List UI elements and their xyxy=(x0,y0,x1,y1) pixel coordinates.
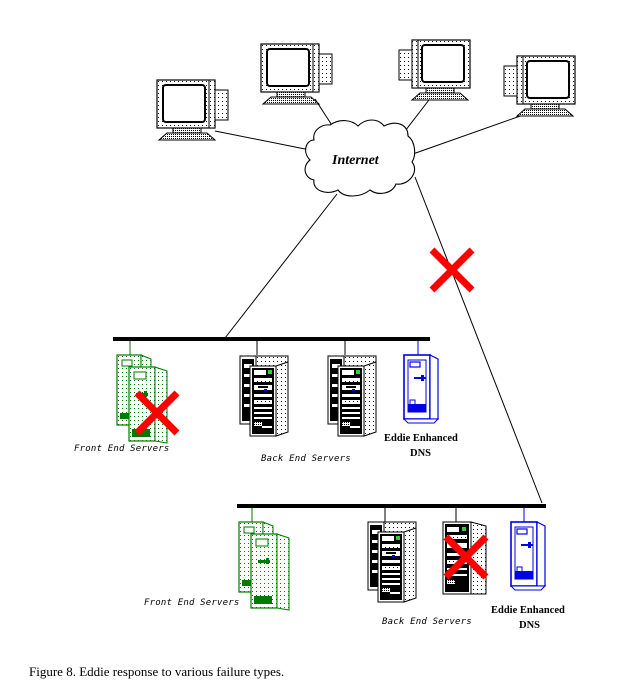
link-client-4 xyxy=(409,113,527,156)
dns-label-line2: DNS xyxy=(519,620,540,631)
back-end-label: Back End Servers xyxy=(382,617,472,627)
link-internet-site-2 xyxy=(414,176,543,504)
dns-label-line2: DNS xyxy=(410,448,431,459)
front-end-label: Front End Servers xyxy=(144,598,240,608)
site-1: Front End Servers Back End Servers Eddie… xyxy=(74,337,458,464)
failure-x-icon xyxy=(432,250,472,290)
network-links xyxy=(214,95,543,504)
lan-bus xyxy=(113,337,430,341)
link-internet-site-1 xyxy=(224,193,338,339)
back-end-server-icon xyxy=(239,355,289,437)
dns-label: Eddie Enhanced xyxy=(384,433,458,444)
site-2: Front End Servers Back End Servers Eddie… xyxy=(144,504,565,631)
monitor-icon xyxy=(260,43,333,105)
dns-server-icon xyxy=(403,354,439,424)
link-client-1 xyxy=(214,130,311,151)
monitor-icon xyxy=(503,55,576,117)
figure-caption: Figure 8. Eddie response to various fail… xyxy=(29,664,285,679)
internet-label: Internet xyxy=(331,153,380,168)
back-end-server-icon xyxy=(327,355,377,437)
dns-label: Eddie Enhanced xyxy=(491,605,565,616)
link-client-3 xyxy=(401,95,433,136)
front-end-server-icon xyxy=(238,521,290,611)
internet-cloud: Internet xyxy=(304,119,416,197)
lan-bus xyxy=(237,504,546,508)
back-end-label: Back End Servers xyxy=(261,454,351,464)
dns-server-icon xyxy=(510,521,546,591)
monitor-icon xyxy=(398,39,471,101)
back-end-server-icon xyxy=(367,521,417,603)
front-end-label: Front End Servers xyxy=(74,444,170,454)
